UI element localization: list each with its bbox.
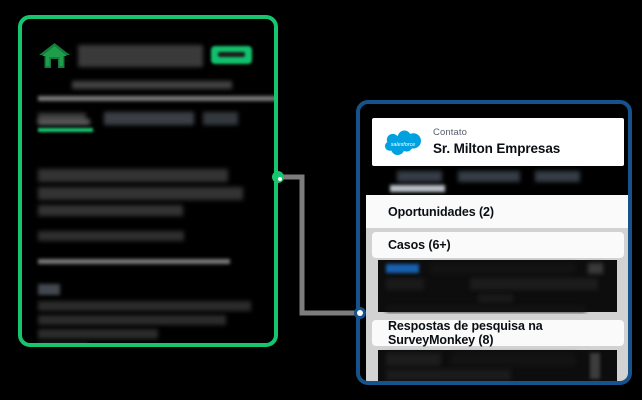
description-line-3	[38, 329, 158, 339]
section-casos-wrapper: Casos (6+)	[366, 228, 628, 314]
tab-active-underline	[390, 185, 445, 192]
nav-tab-3[interactable]	[203, 112, 238, 125]
survey-record-list	[378, 350, 617, 381]
section-surveymonkey-title: Respostas de pesquisa na SurveyMonkey (8…	[388, 319, 543, 347]
listing-tag	[38, 284, 60, 295]
casos-cell-4	[470, 278, 598, 290]
description-line-4	[38, 343, 88, 347]
casos-cell-1	[430, 263, 575, 274]
casos-record-link[interactable]	[386, 264, 419, 273]
right-panel-salesforce: salesforce Contato Sr. Milton Empresas O…	[356, 100, 632, 385]
tab-3[interactable]	[535, 171, 580, 182]
record-header: salesforce Contato Sr. Milton Empresas	[372, 118, 624, 166]
survey-cell-2	[451, 353, 576, 366]
casos-cell-2	[588, 263, 603, 274]
survey-cell-1	[386, 353, 441, 366]
nav-tab-1-sub	[38, 119, 90, 125]
section-casos-title: Casos (6+)	[388, 238, 451, 252]
description-line-1	[38, 301, 251, 311]
record-identity: Contato Sr. Milton Empresas	[433, 126, 561, 156]
record-name: Sr. Milton Empresas	[433, 140, 561, 156]
nav-tab-1[interactable]	[38, 113, 86, 122]
tab-2[interactable]	[458, 171, 520, 182]
section-oportunidades-title: Oportunidades (2)	[388, 204, 494, 219]
salesforce-cloud-icon: salesforce	[384, 129, 422, 156]
platform-logo-row	[38, 42, 203, 69]
salesforce-record-view: salesforce Contato Sr. Milton Empresas O…	[366, 110, 628, 381]
listing-description	[38, 301, 274, 347]
nav-tab-2[interactable]	[104, 112, 194, 125]
casos-cell-5	[478, 294, 513, 303]
connector-node-right[interactable]	[354, 307, 366, 319]
platform-nav	[38, 112, 274, 135]
section-surveymonkey[interactable]: Respostas de pesquisa na SurveyMonkey (8…	[372, 319, 624, 347]
left-panel-platform	[18, 15, 278, 347]
section-rule	[38, 259, 230, 264]
nav-active-underline	[38, 128, 93, 132]
house-icon	[38, 42, 71, 69]
tab-1[interactable]	[397, 171, 442, 182]
casos-cell-3	[386, 278, 424, 290]
record-tab-strip	[372, 171, 624, 193]
survey-cell-3	[386, 369, 511, 381]
survey-cell-4	[590, 353, 600, 379]
listing-subtitle	[38, 231, 184, 241]
platform-cta-button[interactable]	[211, 46, 252, 64]
record-type-label: Contato	[433, 126, 467, 138]
casos-cell-6	[386, 306, 586, 312]
platform-brand-tagline	[72, 81, 232, 89]
section-casos[interactable]: Casos (6+)	[372, 232, 624, 258]
header-divider	[38, 96, 274, 101]
casos-record-list	[378, 260, 617, 312]
svg-text:salesforce: salesforce	[391, 142, 416, 148]
left-panel-content	[22, 19, 274, 343]
listing-title-line-2	[38, 187, 243, 200]
platform-brand-name	[78, 44, 203, 67]
listing-title-line-3	[38, 205, 183, 216]
description-line-2	[38, 315, 226, 325]
connector-node-left[interactable]	[272, 171, 284, 183]
section-oportunidades[interactable]: Oportunidades (2)	[366, 195, 628, 228]
listing-title-line-1	[38, 169, 228, 182]
section-survey-wrapper: Respostas de pesquisa na SurveyMonkey (8…	[366, 314, 628, 381]
listing-title	[38, 169, 274, 221]
